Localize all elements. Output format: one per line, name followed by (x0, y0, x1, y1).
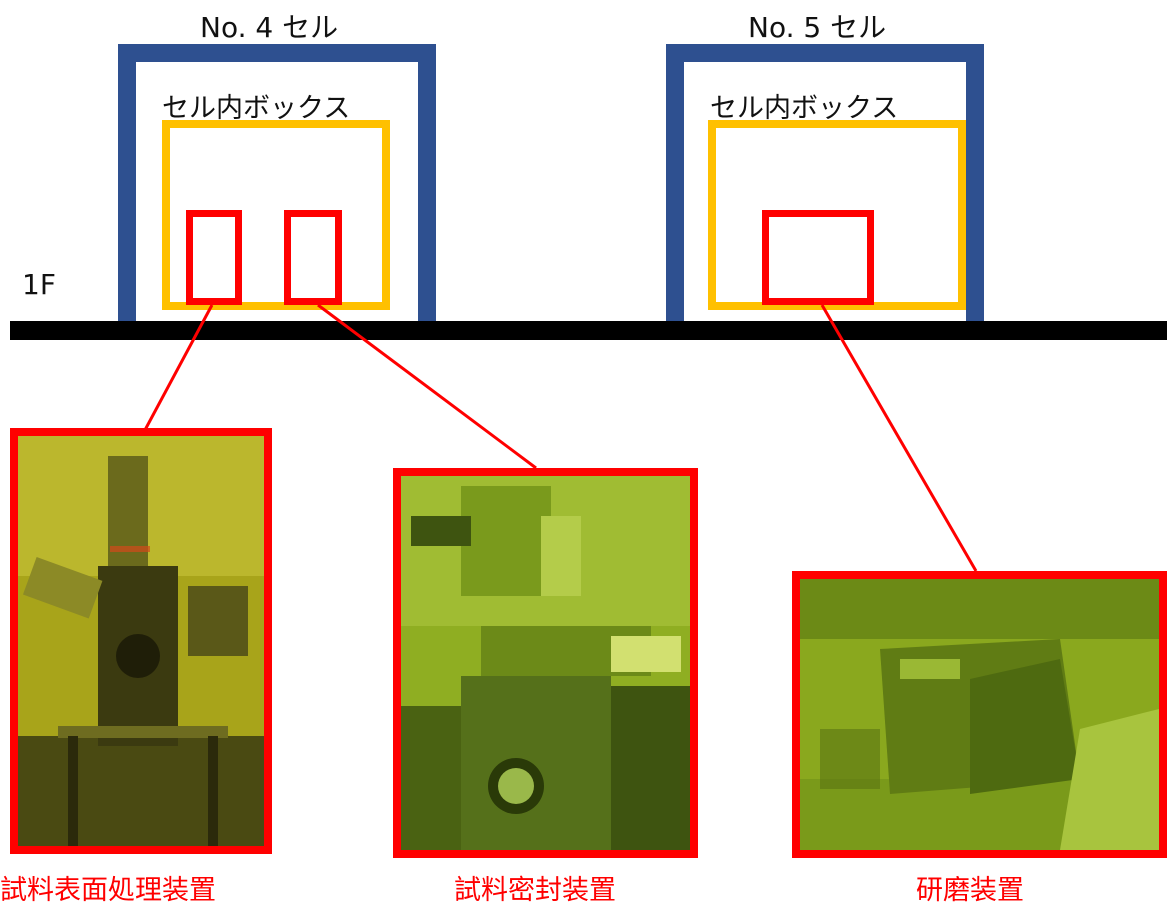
polishing-device-marker (762, 210, 874, 305)
sealing-device-photo (393, 468, 698, 858)
floor-line (10, 321, 1167, 340)
floor-label: 1F (22, 268, 56, 301)
surface-treatment-device-photo (10, 428, 272, 854)
cell-5-box-title: セル内ボックス (710, 93, 899, 124)
connector-polishing (820, 304, 978, 572)
sealing-device-marker (284, 210, 342, 305)
cell-4-in-cell-box (162, 120, 390, 310)
polishing-device-caption: 研磨装置 (916, 875, 1024, 906)
polishing-device-photo (792, 571, 1167, 858)
surface-treatment-device-caption: 試料表面処理装置 (0, 875, 216, 906)
cell-5-title: No. 5 セル (748, 11, 887, 44)
cell-4-title: No. 4 セル (200, 11, 339, 44)
surface-treatment-device-marker (186, 210, 242, 305)
cell-4-outline (118, 44, 436, 324)
cell-5-outline (666, 44, 984, 324)
sealing-device-caption: 試料密封装置 (454, 875, 616, 906)
cell-4-box-title: セル内ボックス (162, 93, 351, 124)
